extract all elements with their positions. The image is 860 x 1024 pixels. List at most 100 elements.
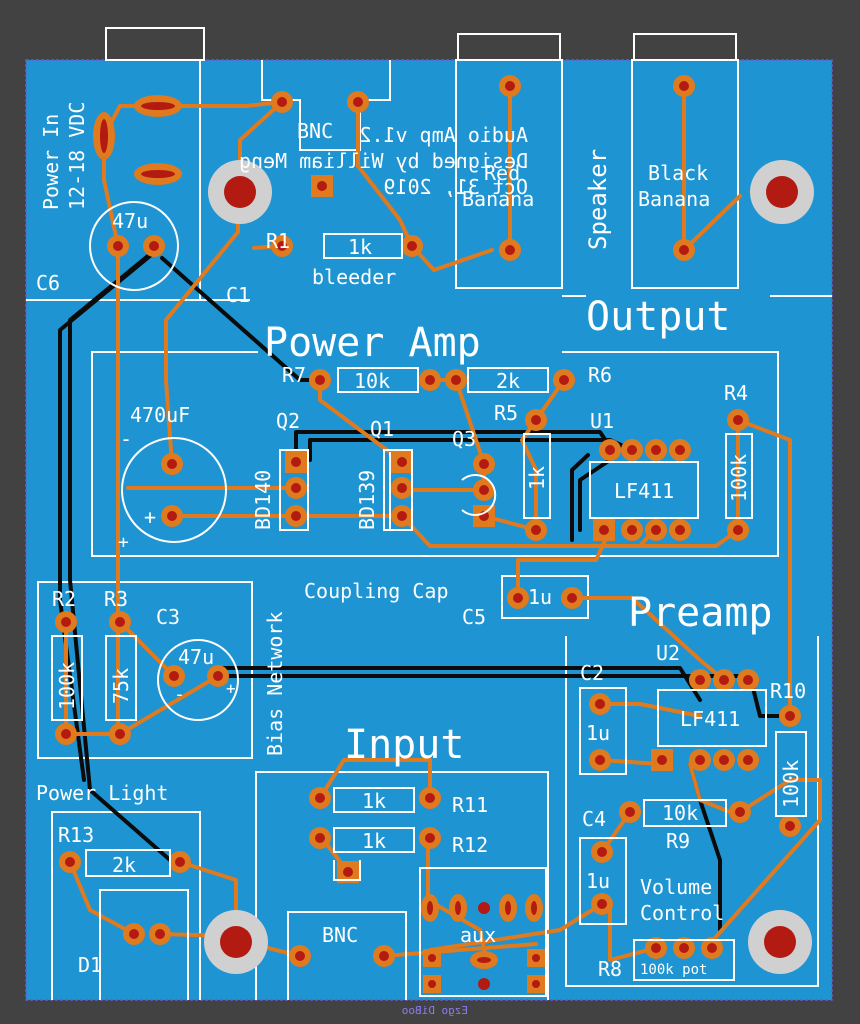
- r8-value: 100k pot: [640, 962, 707, 978]
- r12-value: 1k: [362, 829, 386, 853]
- pad-drill: [479, 485, 489, 495]
- q1-value: BD139: [355, 470, 379, 530]
- pad-drill: [719, 755, 729, 765]
- r13-body: [85, 849, 171, 877]
- pad-drill: [65, 857, 75, 867]
- u2-value: LF411: [680, 707, 740, 731]
- pad-drill: [129, 929, 139, 939]
- c5-label: C5: [462, 605, 486, 629]
- pad-drill: [451, 375, 461, 385]
- r7-body: [337, 367, 419, 393]
- c-big-minus: -: [120, 427, 132, 451]
- r2-body: [51, 635, 83, 721]
- q1-body: [383, 449, 413, 531]
- pad-drill: [567, 593, 577, 603]
- r5-value: 1k: [525, 466, 549, 490]
- r9-body: [643, 799, 727, 827]
- pad-drill: [595, 699, 605, 709]
- r5-label: R5: [494, 401, 518, 425]
- pad-drill: [169, 671, 179, 681]
- r5-body: [523, 433, 551, 519]
- u2-label: U2: [656, 641, 680, 665]
- pad-drill: [597, 899, 607, 909]
- power-in-label: Power In: [39, 114, 63, 210]
- power-amp-label: Power Amp: [264, 320, 481, 366]
- r6-body: [467, 367, 549, 393]
- aux-jack-body: [419, 867, 547, 997]
- bleeder-label: bleeder: [312, 265, 396, 289]
- c3-plus: +: [226, 679, 236, 698]
- speaker-label: Speaker: [584, 149, 612, 250]
- r8-body: [633, 939, 735, 981]
- d1-label: D1: [78, 953, 102, 977]
- c6-label: C6: [36, 271, 60, 295]
- pad-drill: [167, 511, 177, 521]
- q3-body: [461, 474, 497, 516]
- r4-label: R4: [724, 381, 748, 405]
- r3-value: 75k: [109, 668, 133, 704]
- pad-drill: [531, 525, 541, 535]
- red-banana-label-1: Red: [484, 161, 520, 185]
- pad-drill: [407, 241, 417, 251]
- r7-label: R7: [282, 363, 306, 387]
- credits-line2: Designed by William Meng: [239, 149, 528, 173]
- r13-value: 2k: [112, 853, 136, 877]
- pad-drill: [353, 97, 363, 107]
- q2-body: [279, 449, 309, 531]
- pad-drill: [149, 241, 159, 251]
- r12-label: R12: [452, 833, 488, 857]
- q2-label: Q2: [276, 409, 300, 433]
- pad-drill: [559, 375, 569, 385]
- r6-label: R6: [588, 363, 612, 387]
- pad-drill: [277, 241, 287, 251]
- pad-drill: [315, 375, 325, 385]
- r1-body: [323, 233, 403, 259]
- pad-drill: [695, 675, 705, 685]
- pad-drill: [679, 245, 689, 255]
- pad-drill: [785, 711, 795, 721]
- c-big-plus-outer: +: [118, 532, 129, 553]
- pad-drill: [277, 97, 287, 107]
- c3-body: [157, 639, 239, 721]
- r8-label: R8: [598, 957, 622, 981]
- pad-drill: [213, 671, 223, 681]
- board-outline: [25, 59, 833, 1001]
- c-470u-body: [121, 437, 227, 543]
- r9-value: 10k: [662, 801, 698, 825]
- pad-drill: [113, 241, 123, 251]
- bnc-bottom-label: BNC: [322, 923, 358, 947]
- pad-drill: [675, 525, 685, 535]
- pad-drill: [425, 793, 435, 803]
- u1-value: LF411: [614, 479, 674, 503]
- pad-drill: [743, 675, 753, 685]
- bnc-bottom-body: [287, 911, 407, 1000]
- volume-label-1: Volume: [640, 875, 712, 899]
- pad-drill: [115, 729, 125, 739]
- pad-drill: [651, 943, 661, 953]
- r3-label: R3: [104, 587, 128, 611]
- pad-drill: [167, 459, 177, 469]
- pad-drill: [315, 793, 325, 803]
- pad-drill: [733, 525, 743, 535]
- c4-label: C4: [582, 807, 606, 831]
- preamp-label: Preamp: [628, 590, 773, 636]
- pad-drill: [679, 943, 689, 953]
- pad-drill: [61, 729, 71, 739]
- r10-body: [775, 731, 807, 817]
- c3-value: 47u: [178, 645, 214, 669]
- r1-value: 1k: [348, 235, 372, 259]
- pad-drill: [695, 755, 705, 765]
- credits-line1: Audio Amp v1.2: [359, 123, 528, 147]
- c3-label: C3: [156, 605, 180, 629]
- black-banana-label-1: Black: [648, 161, 708, 185]
- pad-drill: [379, 951, 389, 961]
- q1-label: Q1: [370, 417, 394, 441]
- c6-body: [89, 201, 179, 291]
- c2-label: C2: [580, 661, 604, 685]
- pad-drill: [743, 755, 753, 765]
- q2-value: BD140: [251, 470, 275, 530]
- power-light-label: Power Light: [36, 781, 168, 805]
- pad-drill: [605, 445, 615, 455]
- component-silk: [51, 201, 807, 1000]
- power-in-voltage: 12-18 VDC: [65, 102, 89, 210]
